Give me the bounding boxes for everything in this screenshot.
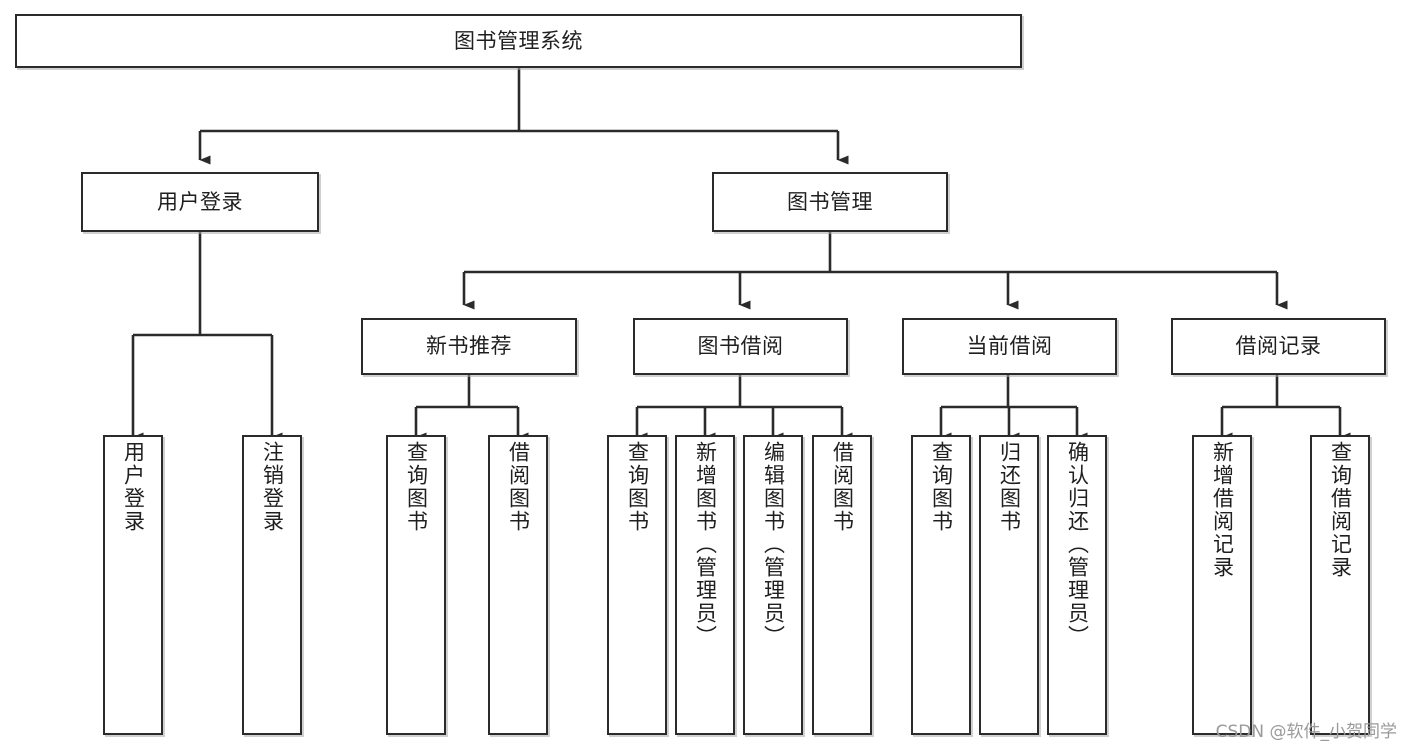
node-book-manage[interactable]: 图书管理 xyxy=(712,172,948,232)
leaf-query-book-1[interactable]: 查询图书 xyxy=(386,435,446,735)
node-root[interactable]: 图书管理系统 xyxy=(15,14,1022,68)
leaf-logout-label: 注销登录 xyxy=(260,441,285,533)
leaf-logout[interactable]: 注销登录 xyxy=(242,435,302,735)
leaf-edit-book-label: 编辑图书（管理员） xyxy=(761,441,786,648)
node-current-borrow[interactable]: 当前借阅 xyxy=(902,318,1117,375)
leaf-query-record-label: 查询借阅记录 xyxy=(1328,441,1353,579)
leaf-borrow-book-2-label: 借阅图书 xyxy=(830,441,855,533)
leaf-edit-book[interactable]: 编辑图书（管理员） xyxy=(743,435,803,735)
leaf-add-record[interactable]: 新增借阅记录 xyxy=(1192,435,1252,735)
node-user-login-label: 用户登录 xyxy=(157,189,243,214)
leaf-query-book-3-label: 查询图书 xyxy=(929,441,954,533)
leaf-user-login-label: 用户登录 xyxy=(121,441,146,533)
node-book-borrow-label: 图书借阅 xyxy=(697,334,784,359)
leaf-confirm-return[interactable]: 确认归还（管理员） xyxy=(1047,435,1107,735)
leaf-return-book[interactable]: 归还图书 xyxy=(979,435,1039,735)
leaf-return-book-label: 归还图书 xyxy=(997,441,1022,533)
leaf-add-record-label: 新增借阅记录 xyxy=(1210,441,1235,579)
leaf-user-login[interactable]: 用户登录 xyxy=(103,435,163,735)
leaf-query-book-2-label: 查询图书 xyxy=(625,441,650,533)
node-user-login[interactable]: 用户登录 xyxy=(81,172,319,232)
leaf-borrow-book-1-label: 借阅图书 xyxy=(506,441,531,533)
leaf-query-book-3[interactable]: 查询图书 xyxy=(911,435,971,735)
node-borrow-record[interactable]: 借阅记录 xyxy=(1171,318,1386,375)
node-borrow-record-label: 借阅记录 xyxy=(1235,334,1322,359)
leaf-query-record[interactable]: 查询借阅记录 xyxy=(1310,435,1370,735)
node-book-manage-label: 图书管理 xyxy=(787,189,873,214)
leaf-query-book-2[interactable]: 查询图书 xyxy=(607,435,667,735)
leaf-borrow-book-2[interactable]: 借阅图书 xyxy=(812,435,872,735)
node-current-borrow-label: 当前借阅 xyxy=(966,334,1053,359)
node-new-book-rec-label: 新书推荐 xyxy=(426,334,512,359)
leaf-confirm-return-label: 确认归还（管理员） xyxy=(1065,441,1090,648)
leaf-query-book-1-label: 查询图书 xyxy=(404,441,429,533)
node-book-borrow[interactable]: 图书借阅 xyxy=(633,318,848,375)
node-root-label: 图书管理系统 xyxy=(454,28,583,53)
leaf-add-book-label: 新增图书（管理员） xyxy=(693,441,718,648)
leaf-add-book[interactable]: 新增图书（管理员） xyxy=(675,435,735,735)
leaf-borrow-book-1[interactable]: 借阅图书 xyxy=(488,435,548,735)
node-new-book-rec[interactable]: 新书推荐 xyxy=(361,318,577,375)
